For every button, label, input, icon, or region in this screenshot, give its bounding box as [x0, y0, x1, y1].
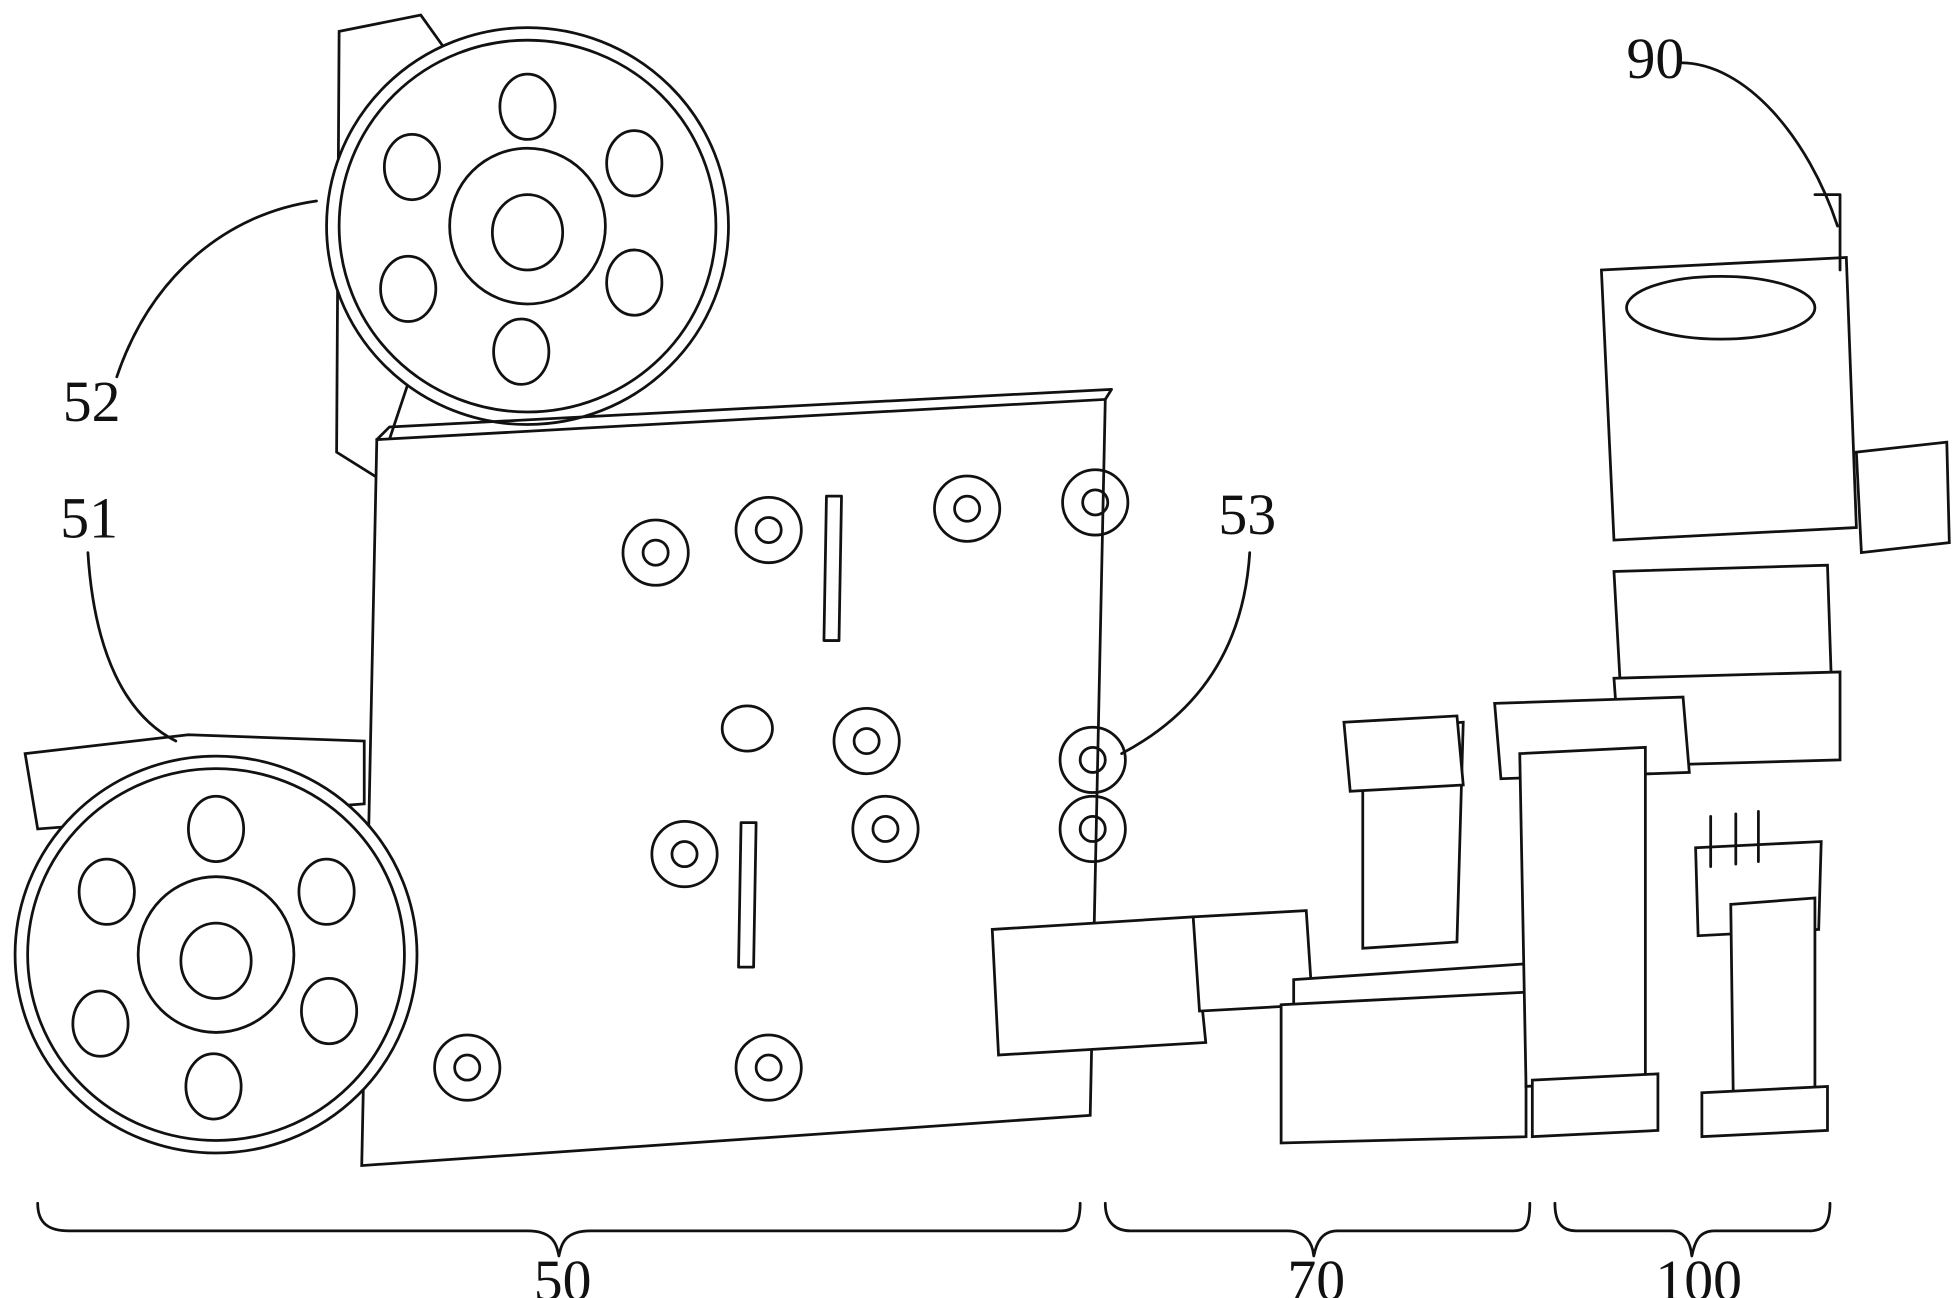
label-51: 51: [60, 488, 118, 551]
upper-reel: [327, 15, 729, 477]
label-70: 70: [1287, 1250, 1345, 1298]
label-100: 100: [1655, 1250, 1742, 1298]
grouping-braces: [38, 1203, 1830, 1256]
lower-reel: [15, 735, 417, 1153]
assembly-100-press: [1495, 195, 1950, 1137]
label-50: 50: [534, 1250, 592, 1298]
label-52: 52: [63, 371, 121, 434]
label-90: 90: [1627, 28, 1685, 91]
label-53: 53: [1218, 484, 1276, 547]
